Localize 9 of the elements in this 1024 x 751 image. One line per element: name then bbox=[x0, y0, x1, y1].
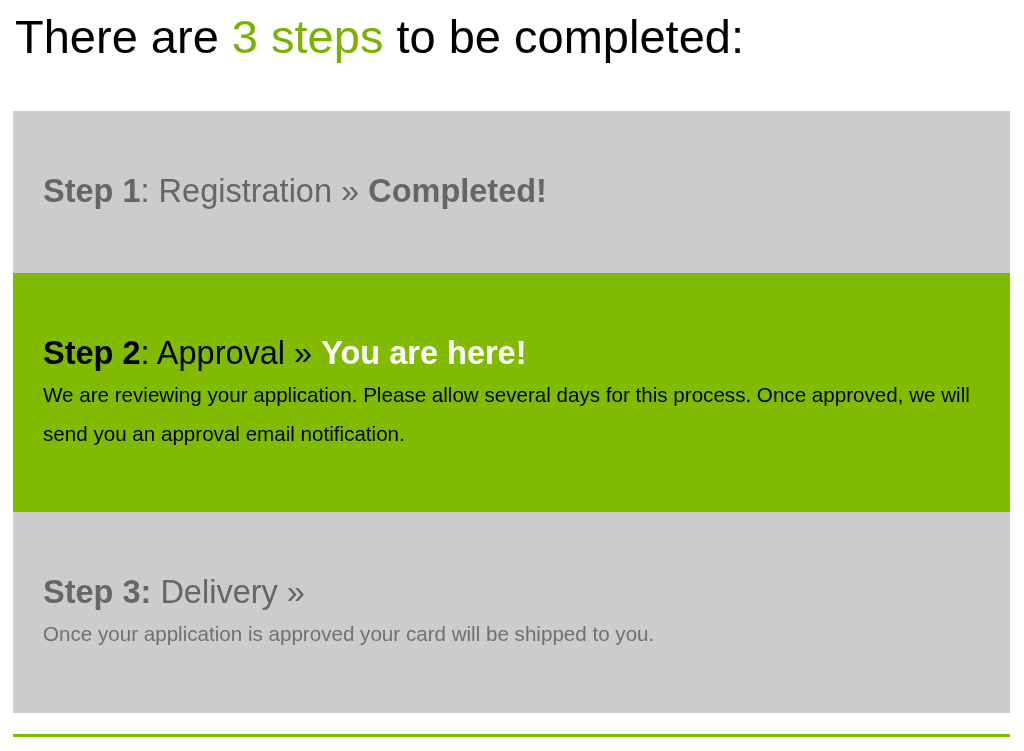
step-heading: Step 1: Registration » Completed! bbox=[43, 173, 547, 209]
step-description: We are reviewing your application. Please allow several days for this process. Once approved, we will send you an approval email notification. bbox=[43, 382, 971, 447]
step-description: Once your application is approved your card will be shipped to you. bbox=[43, 621, 656, 647]
page-title: There are 3 steps to be completed: bbox=[15, 9, 744, 65]
step-heading: Step 2: Approval » You are here! bbox=[43, 335, 527, 371]
step-panel bbox=[13, 273, 1010, 512]
step-panel bbox=[13, 111, 1010, 273]
step-heading: Step 3: Delivery » bbox=[43, 574, 305, 610]
step-panel bbox=[13, 512, 1010, 713]
